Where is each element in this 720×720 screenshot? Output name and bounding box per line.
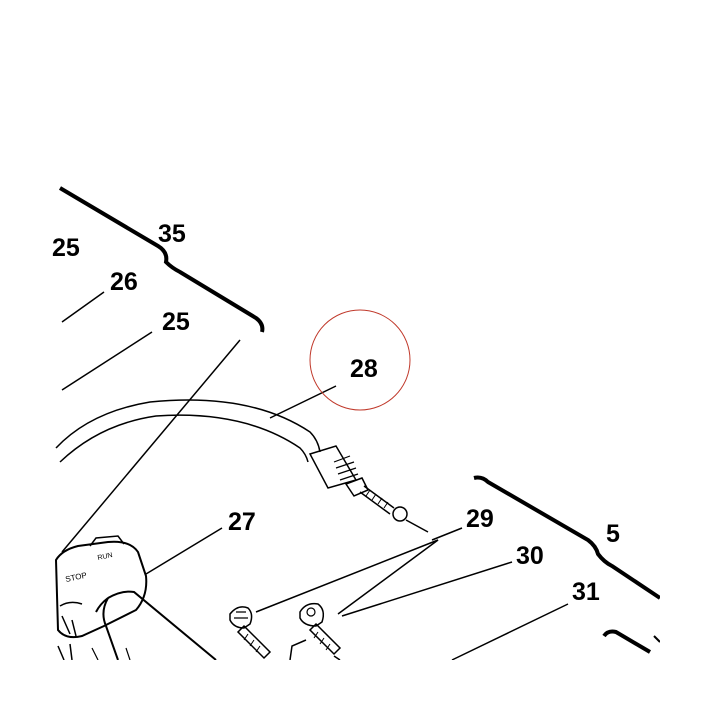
callout-25-top: 25 xyxy=(52,234,80,262)
switch-label-stop: STOP xyxy=(65,571,88,584)
callout-5: 5 xyxy=(606,520,620,548)
switch-housing xyxy=(54,540,148,639)
screw-30 xyxy=(299,602,342,656)
leader-29-a xyxy=(255,539,439,613)
leader-25 xyxy=(61,331,153,391)
leader-26 xyxy=(61,291,105,323)
screw-29 xyxy=(229,606,272,660)
callout-35: 35 xyxy=(158,220,186,248)
leader-31 xyxy=(451,603,569,661)
callout-25: 25 xyxy=(162,308,190,336)
leader-27 xyxy=(145,527,223,575)
bracket-35 xyxy=(58,186,265,333)
cable-end-fitting xyxy=(344,477,370,497)
leader-29-b xyxy=(337,539,439,615)
cable-end-nipple xyxy=(392,506,408,522)
cable-ferrule xyxy=(308,445,358,489)
throttle-cable xyxy=(55,399,321,453)
leader-dash xyxy=(405,519,429,533)
leader-35 xyxy=(61,339,241,553)
callout-26: 26 xyxy=(110,268,138,296)
callout-30: 30 xyxy=(516,542,544,570)
bracket-5 xyxy=(473,475,662,600)
handlebar-tube-detail xyxy=(91,647,131,661)
highlight-circle xyxy=(309,309,411,411)
throttle-cable-inner xyxy=(59,414,309,463)
handlebar-tube xyxy=(107,590,217,661)
leader-28 xyxy=(269,385,337,419)
callout-29: 29 xyxy=(466,505,494,533)
switch-housing-top xyxy=(89,535,125,547)
cable-inner-wire xyxy=(359,485,395,515)
bracket-lower-right xyxy=(602,629,652,654)
cable-wire-hatch xyxy=(365,489,389,509)
crop-right-mask xyxy=(660,0,720,720)
handlebar-tube-lower xyxy=(95,597,119,661)
callout-27: 27 xyxy=(228,508,256,536)
crop-bottom-mask xyxy=(0,660,720,720)
callout-31: 31 xyxy=(572,578,600,606)
bracket-lower-right-tick xyxy=(653,635,661,643)
switch-label-run: RUN xyxy=(97,552,113,562)
leader-29 xyxy=(431,527,463,541)
lower-frame-part xyxy=(289,639,341,661)
switch-housing-lower xyxy=(57,601,83,661)
leader-30 xyxy=(341,561,513,617)
crop-left-mask xyxy=(0,0,52,720)
callout-28: 28 xyxy=(350,355,378,383)
cable-knurl xyxy=(333,455,359,481)
